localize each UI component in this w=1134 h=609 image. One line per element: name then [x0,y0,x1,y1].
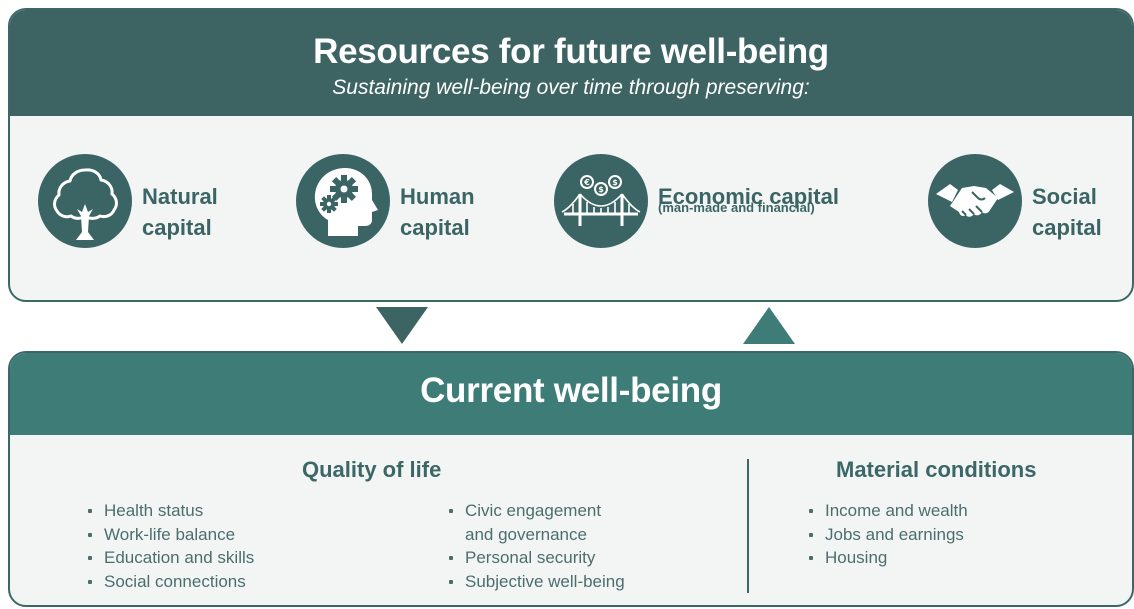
resources-subtitle: Sustaining well-being over time through … [332,76,810,99]
material-conditions-title: Material conditions [836,457,1037,482]
resources-header: Resources for future well-being Sustaini… [10,10,1132,116]
svg-text:€: € [583,178,590,187]
tree-icon [38,154,132,248]
economic-capital-line1: Economic capital [658,184,839,209]
list-item: Subjective well-being [447,570,625,594]
list-item-continuation: and governance [465,524,587,544]
svg-text:$: $ [612,178,618,187]
handshake-icon [928,154,1022,248]
up-arrow-icon [743,307,795,344]
material-conditions-list: Income and wealth Jobs and earnings Hous… [807,499,968,570]
list-item: Work-life balance [86,523,254,547]
natural-capital-line2: capital [142,215,212,240]
down-arrow-icon [376,307,428,344]
human-capital-line2: capital [400,215,470,240]
list-item: Health status [86,499,254,523]
natural-capital-line1: Natural [142,184,218,209]
list-item: Personal security [447,546,625,570]
bridge-coins-icon: € $ $ [554,154,648,248]
current-wellbeing-header: Current well-being [10,353,1132,435]
list-item: Jobs and earnings [807,523,968,547]
economic-capital-line2: (man-made and financial) [658,200,815,215]
social-capital-line2: capital [1032,215,1102,240]
social-capital-line1: Social [1032,184,1097,209]
list-item: Education and skills [86,546,254,570]
head-gears-icon [296,154,390,248]
current-wellbeing-panel: Current well-being Quality of life Healt… [8,351,1134,607]
resources-panel: Resources for future well-being Sustaini… [8,8,1134,302]
list-item: Income and wealth [807,499,968,523]
resources-title: Resources for future well-being [313,32,829,71]
svg-text:$: $ [598,185,604,194]
column-divider [747,459,749,593]
human-capital-line1: Human [400,184,475,209]
list-item: Housing [807,546,968,570]
list-item: Social connections [86,570,254,594]
quality-of-life-list-2: Civic engagement and governance Personal… [447,499,625,593]
quality-of-life-list-1: Health status Work-life balance Educatio… [86,499,254,593]
quality-of-life-title: Quality of life [302,457,442,482]
current-wellbeing-title: Current well-being [420,371,722,410]
list-item: Civic engagement [447,499,625,523]
